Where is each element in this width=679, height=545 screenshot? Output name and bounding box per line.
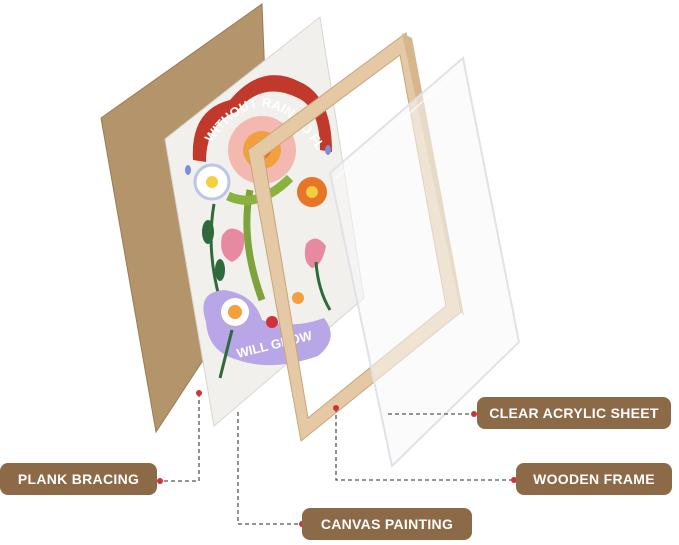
dot-plank-label [157,478,163,484]
clear-acrylic-sheet-label: CLEAR ACRYLIC SHEET [477,397,671,429]
dot-plank-anchor [196,390,202,396]
clear-acrylic-sheet [328,56,521,468]
leader-line-canvas [237,412,302,525]
leader-line-plank [160,393,200,482]
dot-frame-label [511,477,517,483]
wooden-frame-label: WOODEN FRAME [516,463,672,495]
leader-line-frame [335,408,516,481]
dot-frame-anchor [333,405,339,411]
dot-acrylic-label [471,411,477,417]
plank-bracing-label: PLANK BRACING [0,463,157,495]
canvas-painting-label: CANVAS PAINTING [302,508,472,540]
